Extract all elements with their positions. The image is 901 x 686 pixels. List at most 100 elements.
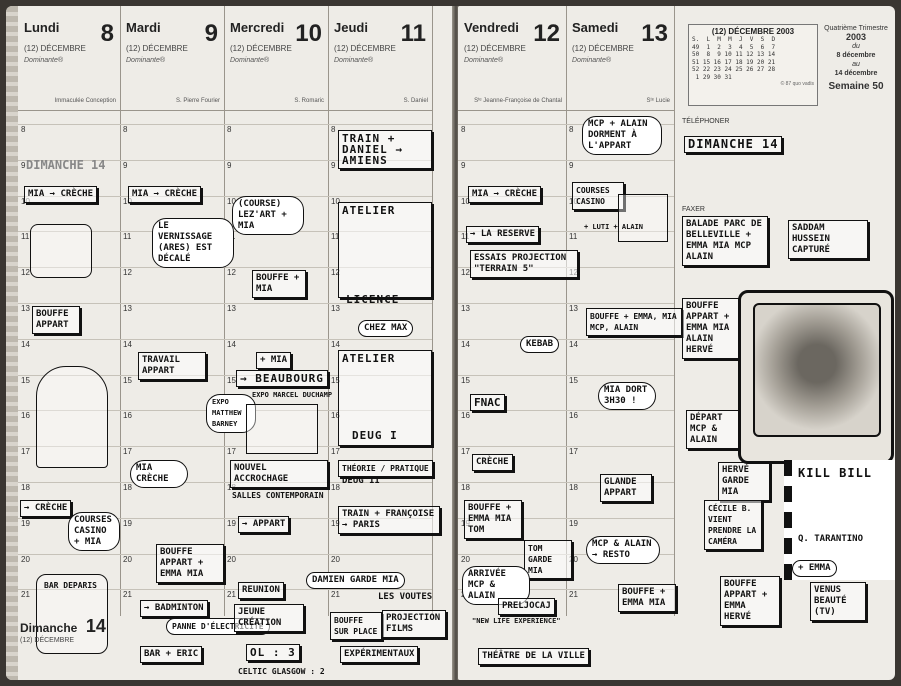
hour-line	[18, 159, 432, 161]
hour-label: 21	[123, 590, 132, 600]
note: EXPÉRIMENTAUX	[340, 646, 419, 663]
hour-label: 14	[123, 339, 132, 349]
hour-label: 17	[569, 447, 578, 457]
day-saint: Sᵗᵉ Jeanne-Françoise de Chantal	[474, 98, 562, 104]
hour-label: 8	[461, 125, 466, 134]
hour-line	[18, 446, 432, 448]
mini-calendar-row: 1 29 30 31	[692, 73, 732, 81]
hour-label: 13	[21, 304, 30, 313]
note: PRELJOCAJ	[498, 598, 555, 615]
day-number: 13	[641, 20, 668, 47]
note: MIA → CRÈCHE	[468, 186, 542, 203]
computer-sketch-icon	[30, 224, 92, 278]
note: → BADMINTON	[140, 600, 208, 617]
note: COURSES CASINO	[572, 182, 624, 210]
note: DIMANCHE 14	[684, 136, 783, 153]
note: LICENCE	[346, 293, 400, 306]
telephoner-label: TÉLÉPHONER	[682, 118, 730, 125]
note: + EMMA	[792, 560, 837, 577]
day-name: Dimanche	[20, 621, 78, 635]
note: BOUFFE APPART + EMMA MIA ALAIN HERVÉ	[682, 298, 744, 359]
hour-label: 18	[569, 483, 578, 492]
hour-label: 17	[123, 447, 132, 457]
quarter-du: du	[852, 43, 860, 50]
day-name: Lundi	[24, 20, 60, 35]
hour-line	[18, 267, 432, 269]
hour-label: 20	[569, 554, 578, 564]
note: LES VOUTES	[378, 592, 433, 602]
note: "NEW LIFE EXPERIENCE"	[472, 617, 561, 625]
hour-label: 8	[123, 125, 128, 134]
note: TRAIN + DANIEL → AMIENS	[338, 130, 432, 169]
day-month: (12) DÉCEMBRE	[230, 44, 292, 53]
hour-line	[18, 338, 432, 340]
hour-label: 9	[123, 160, 128, 170]
agenda-spread: Lundi 8 (12) DÉCEMBRE Dominante® Immacul…	[6, 6, 895, 680]
day-name: Mercredi	[230, 20, 285, 35]
hour-label: 16	[21, 411, 30, 421]
hour-label: 15	[331, 375, 340, 385]
hour-label: 13	[569, 304, 578, 313]
note: DIMANCHE 14	[26, 158, 106, 172]
hour-label: 16	[461, 411, 470, 421]
quarter-info: Quatrième Trimestre 2003 du 8 décembre a…	[820, 24, 892, 92]
hour-label: 21	[227, 590, 236, 600]
note: ESSAIS PROJECTION "TERRAIN 5"	[470, 250, 578, 278]
hour-line	[18, 553, 432, 555]
hour-label: 13	[331, 304, 340, 313]
faxer-label: FAXER	[682, 206, 705, 213]
note: BOUFFE + EMMA MIA	[618, 584, 676, 612]
note: CÉCILE B. VIENT PRENDRE LA CAMÉRA	[704, 500, 762, 550]
day-saint: S. Daniel	[403, 98, 428, 104]
note: BALADE PARC DE BELLEVILLE + EMMA MIA MCP…	[682, 216, 768, 266]
note: GLANDE APPART	[600, 474, 652, 502]
quarter-label: Quatrième Trimestre	[824, 25, 888, 32]
hour-label: 11	[461, 232, 469, 241]
hour-label: 18	[123, 483, 132, 492]
day-number: 9	[204, 20, 218, 47]
hour-label: 9	[331, 160, 336, 170]
hour-label: 8	[21, 125, 26, 134]
note: BOUFFE APPART + EMMA MIA	[156, 544, 224, 583]
hour-label: 10	[461, 196, 470, 206]
day-header: Lundi 8 (12) DÉCEMBRE Dominante® Immacul…	[18, 6, 120, 111]
hour-line	[458, 231, 674, 233]
hour-label: 21	[569, 590, 578, 600]
day-dominante: Dominante®	[334, 57, 374, 64]
day-saint: Immaculée Conception	[54, 98, 116, 104]
hour-line	[458, 589, 674, 591]
note: PROJECTION FILMS	[382, 610, 446, 638]
note: HERVÉ GARDE MIA	[718, 462, 770, 501]
day-column-tuesday: Mardi 9 (12) DÉCEMBRE Dominante® S. Pier…	[120, 6, 225, 616]
day-column-thursday: Jeudi 11 (12) DÉCEMBRE Dominante® S. Dan…	[328, 6, 433, 616]
note: MIA DORT 3H30 !	[598, 382, 656, 410]
day-number: 12	[533, 20, 560, 47]
hour-label: 20	[331, 554, 340, 564]
note: MIA CRÈCHE	[130, 460, 188, 488]
mini-calendar-row: S. L M M J V S D	[692, 36, 776, 43]
hour-label: 15	[569, 375, 578, 385]
note: → BEAUBOURG	[236, 370, 328, 387]
hour-label: 17	[461, 447, 470, 457]
hour-label: 9	[461, 160, 466, 170]
shopping-cart-sketch-icon	[618, 194, 668, 242]
note: DEUG II	[342, 476, 380, 486]
hour-label: 13	[461, 304, 470, 313]
hour-label: 14	[461, 339, 470, 349]
hour-label: 19	[331, 518, 340, 528]
note: CHEZ MAX	[358, 320, 414, 337]
hour-line	[18, 303, 432, 304]
mini-calendar-copyright: © 87 quo vadis	[780, 81, 814, 87]
hour-line	[18, 589, 432, 591]
hour-line	[18, 517, 432, 519]
day-month: (12) DÉCEMBRE	[334, 44, 396, 53]
note: CELTIC GLASGOW : 2	[238, 667, 325, 676]
day-month: (12) DÉCEMBRE	[20, 637, 75, 644]
note: + MIA	[256, 352, 292, 369]
note: BOUFFE + EMMA MIA TOM	[464, 500, 522, 539]
hour-line	[458, 159, 674, 161]
day-header: Samedi 13 (12) DÉCEMBRE Dominante® Sᵗᵉ L…	[566, 6, 674, 111]
hour-label: 20	[461, 554, 470, 564]
note: TRAVAIL APPART	[138, 352, 206, 380]
note: MIA → CRÈCHE	[128, 186, 202, 203]
